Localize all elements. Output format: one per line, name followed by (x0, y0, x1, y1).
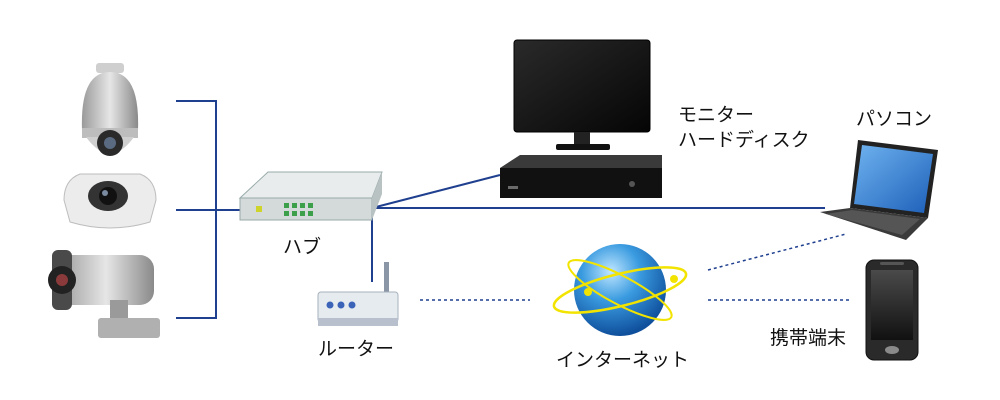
hub-links (371, 174, 825, 282)
pc-label: パソコン (856, 108, 933, 130)
mobile-phone-icon (865, 259, 919, 361)
router-label: ルーター (318, 338, 395, 360)
hub-label: ハブ (283, 236, 322, 258)
hard-disk-recorder-icon (500, 155, 662, 198)
mobile-label: 携帯端末 (770, 327, 847, 349)
bullet-camera-icon (48, 250, 160, 338)
hard-disk-label: ハードディスク (678, 129, 810, 151)
monitor-icon (513, 39, 651, 150)
monitor-label: モニター (678, 104, 755, 126)
internet-links (420, 233, 850, 301)
router-icon (317, 262, 399, 326)
internet-globe-icon (552, 244, 688, 336)
internet-label: インターネット (556, 349, 690, 371)
ptz-camera-icon (81, 63, 139, 156)
laptop-icon (820, 140, 938, 240)
hub-icon (238, 171, 383, 221)
dome-camera-icon (63, 173, 157, 229)
camera-links (176, 100, 240, 319)
